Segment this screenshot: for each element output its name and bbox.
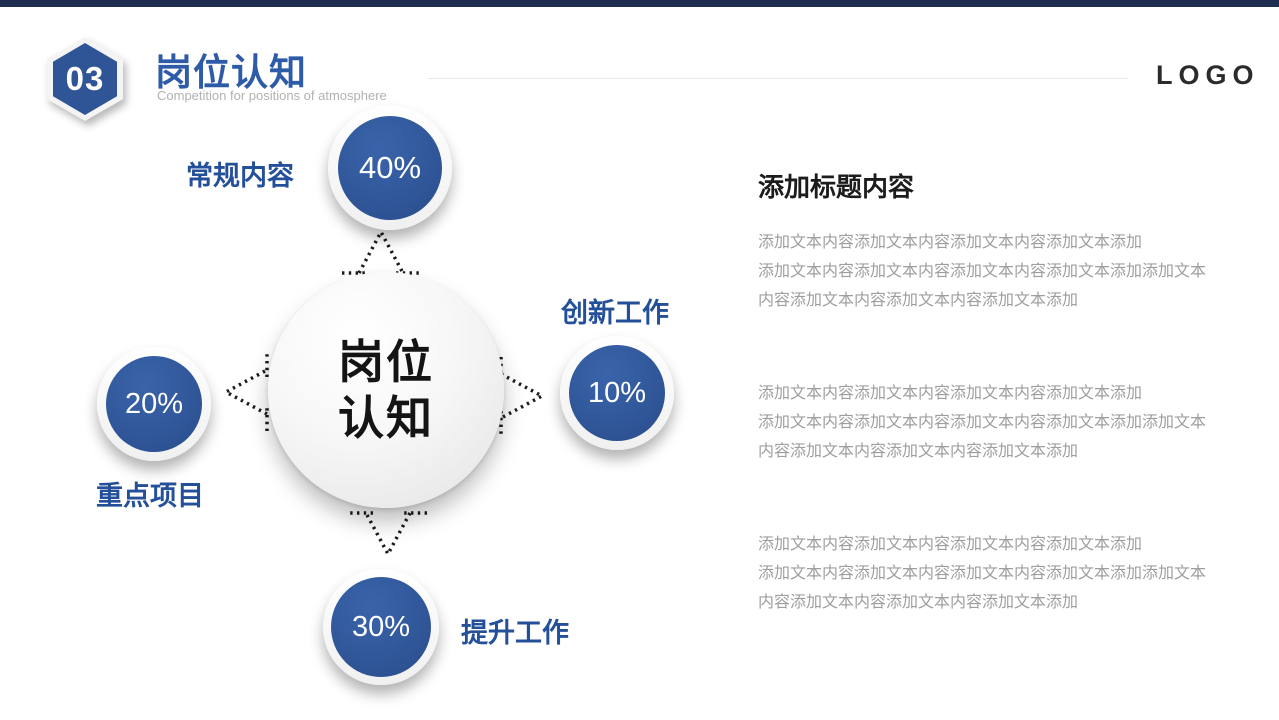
node-label-right: 创新工作 <box>561 298 669 328</box>
node-value: 40% <box>358 150 422 185</box>
content-heading: 添加标题内容 <box>758 172 915 202</box>
paragraph-line: 添加文本内容添加文本内容添加文本内容添加文本添加添加文本 <box>758 414 1207 431</box>
diagram-node-bottom: 30% <box>323 569 439 685</box>
node-percentage-circle: 40% <box>338 116 442 220</box>
dotted-arrow-right-icon <box>495 343 553 449</box>
center-text-line1: 岗位 <box>338 335 434 388</box>
dotted-arrow-up-icon <box>328 221 434 279</box>
body-paragraph: 添加文本内容添加文本内容添加文本内容添加文本添加 添加文本内容添加文本内容添加文… <box>758 530 1228 617</box>
node-percentage-circle: 20% <box>106 356 202 452</box>
node-value: 20% <box>124 387 184 420</box>
node-label-top: 常规内容 <box>186 161 294 191</box>
section-number-badge: 03 <box>47 37 123 121</box>
node-percentage-circle: 10% <box>569 345 665 441</box>
node-percentage-circle: 30% <box>331 577 431 677</box>
paragraph-line: 内容添加文本内容添加文本内容添加文本添加 <box>758 594 1079 611</box>
paragraph-line: 内容添加文本内容添加文本内容添加文本添加 <box>758 443 1079 460</box>
node-label-left: 重点项目 <box>96 481 204 511</box>
content-column: 添加标题内容 添加文本内容添加文本内容添加文本内容添加文本添加 添加文本内容添加… <box>758 167 1228 681</box>
body-paragraph: 添加文本内容添加文本内容添加文本内容添加文本添加 添加文本内容添加文本内容添加文… <box>758 379 1228 466</box>
top-accent-bar <box>0 0 1279 7</box>
paragraph-line: 内容添加文本内容添加文本内容添加文本添加 <box>758 292 1079 309</box>
paragraph-line: 添加文本内容添加文本内容添加文本内容添加文本添加 <box>758 385 1143 402</box>
node-value: 30% <box>351 610 411 643</box>
diagram-center-circle: 岗位 认知 <box>268 272 504 508</box>
diagram-node-right: 10% <box>560 336 674 450</box>
paragraph-line: 添加文本内容添加文本内容添加文本内容添加文本添加 <box>758 234 1143 251</box>
section-number: 03 <box>65 60 105 97</box>
header-divider <box>428 78 1128 79</box>
page-subtitle: Competition for positions of atmosphere <box>157 88 387 103</box>
center-text-line2: 认知 <box>338 392 434 444</box>
body-paragraph: 添加文本内容添加文本内容添加文本内容添加文本添加 添加文本内容添加文本内容添加文… <box>758 228 1228 315</box>
dotted-arrow-down-icon <box>335 507 441 565</box>
diagram-node-top: 40% <box>328 106 452 230</box>
paragraph-line: 添加文本内容添加文本内容添加文本内容添加文本添加 <box>758 536 1143 553</box>
paragraph-line: 添加文本内容添加文本内容添加文本内容添加文本添加添加文本 <box>758 565 1207 582</box>
logo-text: LOGO <box>1156 60 1260 90</box>
page-title: 岗位认知 <box>155 52 307 93</box>
dotted-arrow-left-icon <box>215 339 273 445</box>
paragraph-line: 添加文本内容添加文本内容添加文本内容添加文本添加添加文本 <box>758 263 1207 280</box>
diagram-node-left: 20% <box>97 347 211 461</box>
node-value: 10% <box>587 376 647 409</box>
node-label-bottom: 提升工作 <box>461 618 569 648</box>
